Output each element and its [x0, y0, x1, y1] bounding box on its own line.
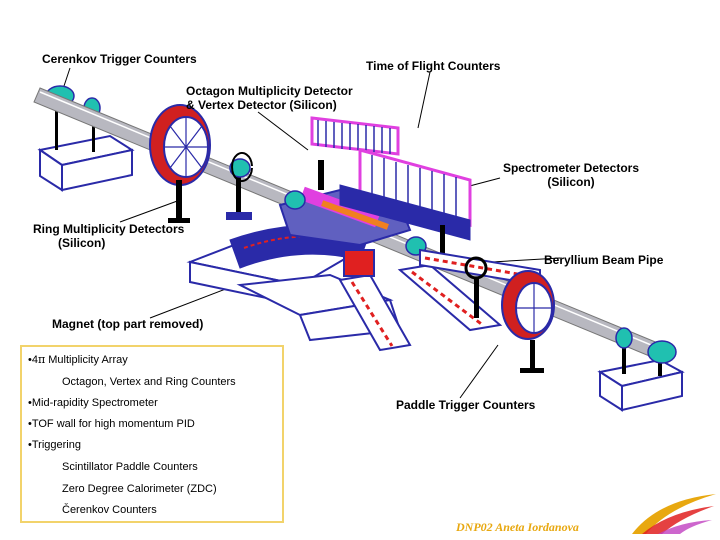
- label-time-of-flight: Time of Flight Counters: [366, 59, 501, 73]
- spectrometer-frame: [339, 148, 472, 255]
- right-trigger-stand: [597, 327, 685, 412]
- left-ring-detector: [149, 104, 211, 223]
- label-magnet: Magnet (top part removed): [52, 317, 204, 331]
- right-ring-detector: [464, 256, 555, 373]
- info-item1-sub: Octagon, Vertex and Ring Counters: [62, 376, 236, 388]
- label-ring-line1: Ring Multiplicity Detectors: [33, 222, 185, 236]
- swoosh-logo-icon: [632, 494, 716, 534]
- label-beryllium-pipe: Beryllium Beam Pipe: [544, 253, 664, 267]
- info-item1-rest: Multiplicity Array: [45, 354, 128, 366]
- info-item-tof: •TOF wall for high momentum PID: [28, 418, 195, 430]
- leader-lines: [61, 67, 561, 399]
- info-item-spectrometer: •Mid-rapidity Spectrometer: [28, 397, 158, 409]
- label-cerenkov-trigger: Cerenkov Trigger Counters: [42, 52, 197, 66]
- info-item-multiplicity: •4π Multiplicity Array: [28, 353, 128, 366]
- post-rings: [226, 152, 253, 220]
- left-trigger-stand: [37, 85, 135, 192]
- info-item4-sub3: Čerenkov Counters: [62, 504, 157, 516]
- footer-credit: DNP02 Aneta Iordanova: [456, 520, 579, 534]
- info-item4-sub2: Zero Degree Calorimeter (ZDC): [62, 483, 217, 495]
- label-spectrometer-line1: Spectrometer Detectors: [502, 161, 640, 175]
- info-item1-pi: π: [37, 353, 46, 366]
- info-item4-sub1: Scintillator Paddle Counters: [62, 461, 198, 473]
- label-octagon-line1: Octagon Multiplicity Detector: [186, 84, 353, 98]
- label-spectrometer-line2: (Silicon): [547, 175, 595, 189]
- label-paddle-trigger: Paddle Trigger Counters: [396, 398, 536, 412]
- info-item1-prefix: •4: [28, 354, 38, 366]
- tof-wall: [310, 116, 400, 190]
- info-item-triggering: •Triggering: [28, 439, 81, 451]
- label-octagon-line2: & Vertex Detector (Silicon): [186, 98, 337, 112]
- label-ring-line2: (Silicon): [58, 236, 106, 250]
- info-box: •4π Multiplicity Array Octagon, Vertex a…: [20, 345, 284, 523]
